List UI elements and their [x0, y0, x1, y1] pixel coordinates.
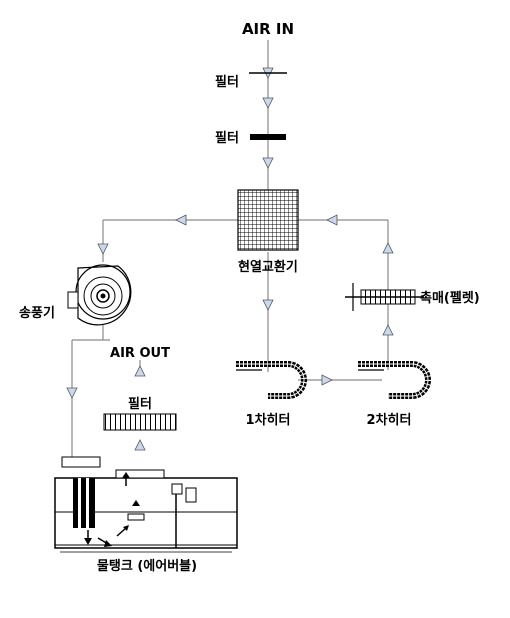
- arrow-right-1: [321, 374, 333, 386]
- arrow-down-5: [97, 243, 109, 255]
- blower-symbol: [67, 264, 132, 326]
- water-tank-label: 물탱크 (에어버블): [97, 558, 197, 574]
- flow-arrows: [66, 67, 394, 451]
- heater-2-label: 2차히터: [367, 412, 412, 428]
- arrow-up-4: [134, 439, 146, 451]
- arrow-down-3: [262, 157, 274, 169]
- filter-1-label: 필터: [215, 74, 239, 90]
- flow-lines: [71, 40, 389, 460]
- heater-1-label: 1차히터: [246, 412, 291, 428]
- arrow-down-4: [262, 299, 274, 311]
- arrow-up-1: [382, 242, 394, 254]
- heat-exchanger-symbol: [237, 189, 299, 251]
- heater-1-symbol: [236, 361, 307, 399]
- arrow-down-2: [262, 97, 274, 109]
- water-tank-symbol: [54, 456, 238, 553]
- heat-exchanger-label: 현열교환기: [238, 259, 298, 275]
- heater-2-symbol: [358, 361, 431, 399]
- catalyst-symbol: [345, 283, 424, 311]
- blower-label: 송풍기: [19, 306, 55, 321]
- arrow-left-1: [175, 214, 187, 226]
- arrow-up-2: [382, 324, 394, 336]
- arrow-down-6: [66, 387, 78, 399]
- filter-2-label: 필터: [215, 130, 239, 146]
- air-out-label: AIR OUT: [110, 346, 170, 361]
- catalyst-label: 촉매(펠렛): [420, 290, 480, 306]
- filter-2-symbol: [250, 134, 286, 140]
- arrow-left-2: [326, 214, 338, 226]
- arrow-up-3: [134, 365, 146, 377]
- air-in-label: AIR IN: [242, 20, 294, 38]
- filter-3-symbol: [103, 413, 177, 431]
- filter-3-label: 필터: [128, 396, 152, 412]
